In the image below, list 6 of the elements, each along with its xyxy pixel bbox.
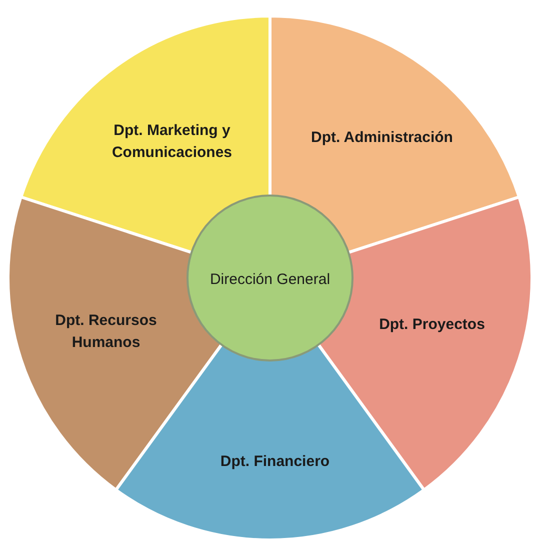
center-label: Dirección General: [208, 270, 332, 290]
sector-label: Dpt. Financiero: [219, 452, 331, 472]
sector-label: Dpt. Proyectos: [378, 314, 486, 335]
sector-label: Dpt. Administración: [310, 128, 454, 148]
sector-label: Dpt. Recursos Humanos: [54, 310, 158, 353]
sector-label: Dpt. Marketing y Comunicaciones: [110, 121, 233, 163]
